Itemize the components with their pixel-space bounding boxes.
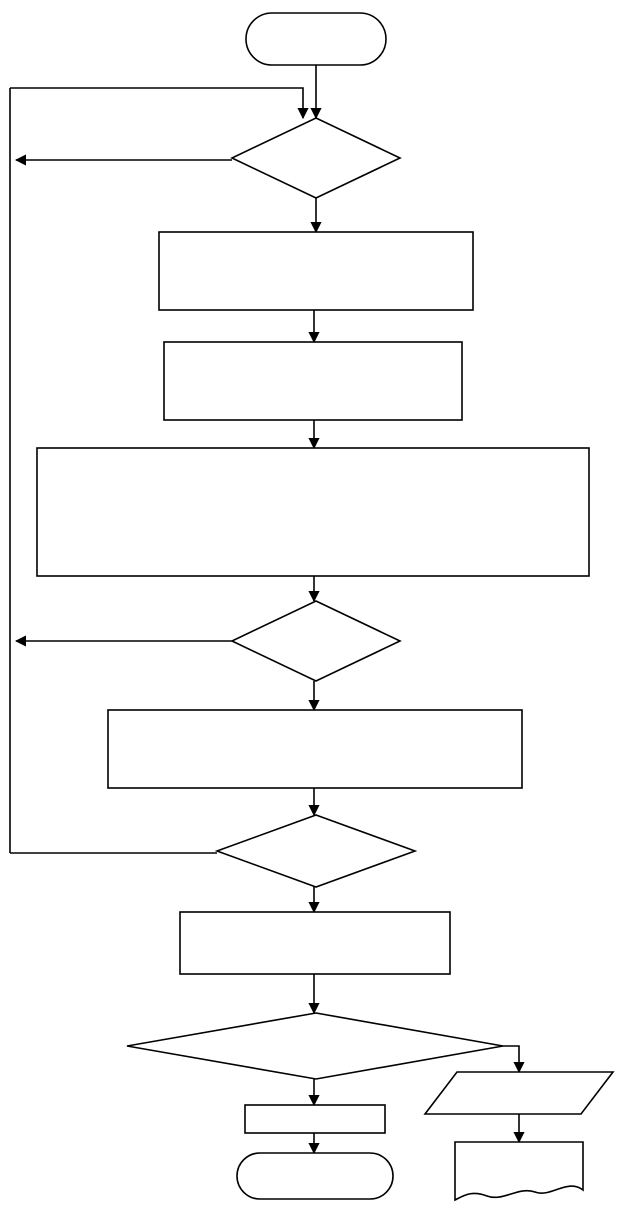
edge-decision4-to-io1 bbox=[503, 1045, 525, 1074]
node-process2[interactable] bbox=[163, 341, 463, 421]
node-process6[interactable] bbox=[244, 1104, 386, 1134]
edge-loop-return-to-decision1 bbox=[10, 87, 309, 120]
node-document1[interactable] bbox=[454, 1141, 584, 1202]
node-end[interactable] bbox=[236, 1152, 394, 1200]
node-start[interactable] bbox=[245, 12, 387, 66]
node-decision1[interactable] bbox=[230, 117, 402, 199]
node-process1[interactable] bbox=[158, 231, 474, 311]
node-process3[interactable] bbox=[36, 447, 590, 577]
node-process4[interactable] bbox=[107, 709, 523, 789]
node-io1[interactable] bbox=[423, 1071, 615, 1115]
node-process5[interactable] bbox=[179, 911, 451, 975]
node-decision2[interactable] bbox=[230, 600, 402, 682]
node-decision3[interactable] bbox=[214, 814, 418, 888]
node-decision4[interactable] bbox=[126, 1012, 504, 1080]
